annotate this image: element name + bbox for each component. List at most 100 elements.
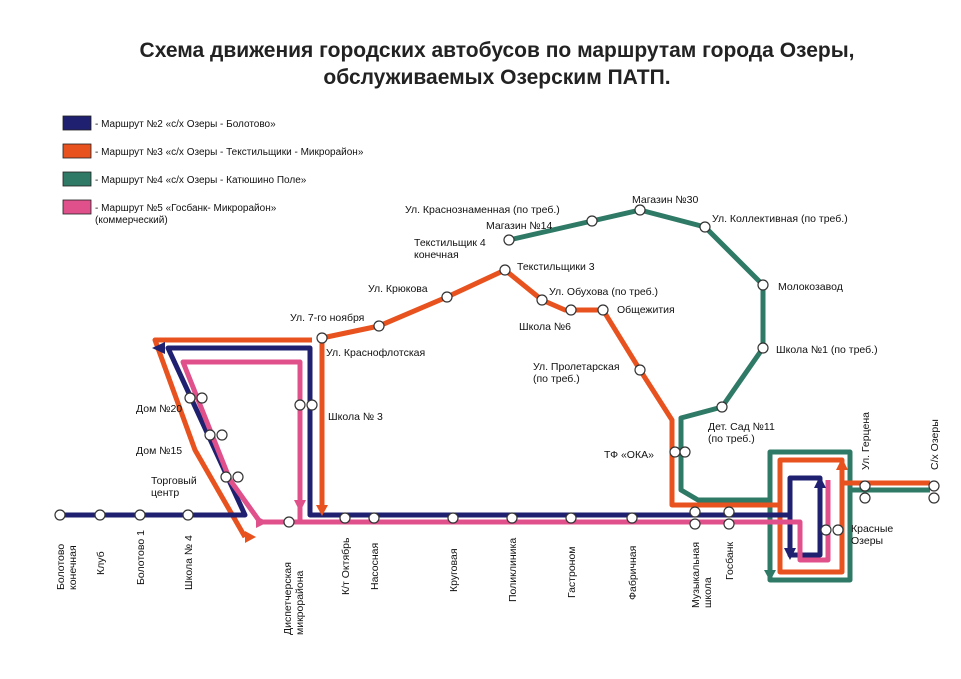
legend-label-route4: - Маршрут №4 «с/х Озеры - Катюшино Поле» bbox=[95, 175, 307, 186]
stop-krugovaya bbox=[447, 512, 459, 524]
stop-tekst3 bbox=[499, 264, 511, 276]
stop-proletar bbox=[634, 364, 646, 376]
label-muz-shkola: Музыкальнаяшкола bbox=[690, 542, 714, 608]
label-dom15: Дом №15 bbox=[136, 445, 182, 457]
stop-tekst4 bbox=[503, 234, 515, 246]
stop-krasnoflot bbox=[316, 332, 328, 344]
stop-sh-ozery-2 bbox=[928, 492, 940, 504]
legend-label-route5-note: (коммерческий) bbox=[95, 215, 168, 226]
arrow-route3-south bbox=[316, 505, 328, 516]
label-bolotovo-end: Болотовоконечная bbox=[55, 544, 79, 590]
label-obuhova: Ул. Обухова (по треб.) bbox=[549, 286, 658, 298]
stop-tf-oka bbox=[669, 446, 681, 458]
stop-shkola1 bbox=[757, 342, 769, 354]
label-obsch: Общежития bbox=[617, 304, 675, 316]
legend-swatch-route3 bbox=[62, 143, 92, 159]
label-molokozavod: Молокозавод bbox=[778, 281, 843, 293]
arrow-route3-west bbox=[245, 531, 256, 543]
label-krugovaya: Круговая bbox=[448, 548, 460, 592]
stop-labels-vertical: Болотовоконечная Клуб Болотово 1 Школа №… bbox=[55, 412, 941, 635]
route2-line bbox=[60, 345, 823, 558]
stop-nasosnaya bbox=[368, 512, 380, 524]
label-tf-oka: ТФ «ОКА» bbox=[604, 449, 654, 461]
stop-tf-oka-2 bbox=[679, 446, 691, 458]
map-title-line1: Схема движения городских автобусов по ма… bbox=[140, 39, 855, 62]
label-shkola6: Школа №6 bbox=[519, 321, 571, 333]
stop-torgovy bbox=[220, 471, 232, 483]
stop-shkola3-2 bbox=[306, 399, 318, 411]
stop-obsch bbox=[597, 304, 609, 316]
arrow-route2 bbox=[152, 342, 165, 354]
label-ul-gertsena: Ул. Герцена bbox=[860, 412, 872, 470]
stop-gastronom bbox=[565, 512, 577, 524]
stop-dom15 bbox=[204, 429, 216, 441]
label-ul7nov: Ул. 7-го ноября bbox=[290, 312, 364, 324]
label-proletar: Ул. Пролетарская(по треб.) bbox=[533, 361, 620, 385]
stop-dom20 bbox=[184, 392, 196, 404]
label-bolotovo1: Болотово 1 bbox=[135, 530, 147, 585]
stop-shkola6 bbox=[565, 304, 577, 316]
legend-swatch-route2 bbox=[62, 115, 92, 131]
stop-muz-shkola bbox=[689, 506, 701, 518]
label-magazin30: Магазин №30 bbox=[632, 194, 699, 206]
legend-swatch-route5 bbox=[62, 199, 92, 215]
arrow-route4-south bbox=[764, 570, 776, 581]
stop-krasnye-ozery bbox=[820, 524, 832, 536]
label-tekst3: Текстильщики 3 bbox=[517, 261, 595, 273]
stop-kt-oktyabr bbox=[339, 512, 351, 524]
legend-label-route2: - Маршрут №2 «с/х Озеры - Болотово» bbox=[95, 119, 276, 130]
route3-line bbox=[152, 267, 930, 575]
stop-obuhova bbox=[536, 294, 548, 306]
arrow-route5-east bbox=[256, 516, 268, 528]
legend-swatch-route4 bbox=[62, 171, 92, 187]
legend-label-route3: - Маршрут №3 «с/х Озеры - Текстильщики -… bbox=[95, 147, 364, 158]
label-kt-oktyabr: К/т Октябрь bbox=[340, 537, 352, 595]
arrow-route3-north bbox=[836, 458, 848, 470]
stop-magazin14 bbox=[586, 215, 598, 227]
label-kollekt: Ул. Коллективная (по треб.) bbox=[712, 213, 848, 225]
label-magazin14: Магазин №14 bbox=[486, 220, 553, 232]
stop-dom15-2 bbox=[216, 429, 228, 441]
stop-gosbank bbox=[723, 506, 735, 518]
label-krukova: Ул. Крюкова bbox=[368, 283, 428, 295]
stop-poliklinika bbox=[506, 512, 518, 524]
stop-krasnye-ozery-2 bbox=[832, 524, 844, 536]
map-title-line2: обслуживаемых Озерским ПАТП. bbox=[323, 66, 670, 89]
stop-klub bbox=[94, 509, 106, 521]
stop-magazin30 bbox=[634, 204, 646, 216]
stop-kollekt bbox=[699, 221, 711, 233]
label-fabrichnaya: Фабричная bbox=[627, 546, 639, 600]
stop-detsad bbox=[716, 401, 728, 413]
legend-label-route5: - Маршрут №5 «Госбанк- Микрорайон» bbox=[95, 202, 277, 214]
stop-torgovy-2 bbox=[232, 471, 244, 483]
label-klub: Клуб bbox=[95, 551, 107, 575]
direction-arrows bbox=[152, 342, 848, 581]
stop-krukova bbox=[441, 291, 453, 303]
label-dom20: Дом №20 bbox=[136, 403, 182, 415]
stop-gosbank-2 bbox=[723, 518, 735, 530]
label-shkola1: Школа №1 (по треб.) bbox=[776, 344, 878, 356]
label-dispatch: Диспетчерскаямикрорайона bbox=[282, 562, 306, 635]
label-detsad: Дет. Сад №11(по треб.) bbox=[708, 421, 775, 445]
arrow-route2-north bbox=[814, 476, 826, 488]
arrow-route2-south bbox=[784, 548, 796, 560]
label-shkola3: Школа № 3 bbox=[328, 411, 383, 423]
stop-molokozavod bbox=[757, 279, 769, 291]
stop-dispatch bbox=[283, 516, 295, 528]
stop-ul7nov bbox=[373, 320, 385, 332]
label-poliklinika: Поликлиника bbox=[507, 538, 519, 602]
stop-shkola4 bbox=[182, 509, 194, 521]
stop-bolotovo1 bbox=[134, 509, 146, 521]
arrow-route5-south bbox=[294, 500, 306, 512]
legend: - Маршрут №2 «с/х Озеры - Болотово» - Ма… bbox=[62, 115, 364, 226]
stop-ul-gertsena-2 bbox=[859, 492, 871, 504]
stop-fabrichnaya bbox=[626, 512, 638, 524]
label-nasosnaya: Насосная bbox=[369, 543, 381, 590]
stops bbox=[54, 204, 940, 536]
